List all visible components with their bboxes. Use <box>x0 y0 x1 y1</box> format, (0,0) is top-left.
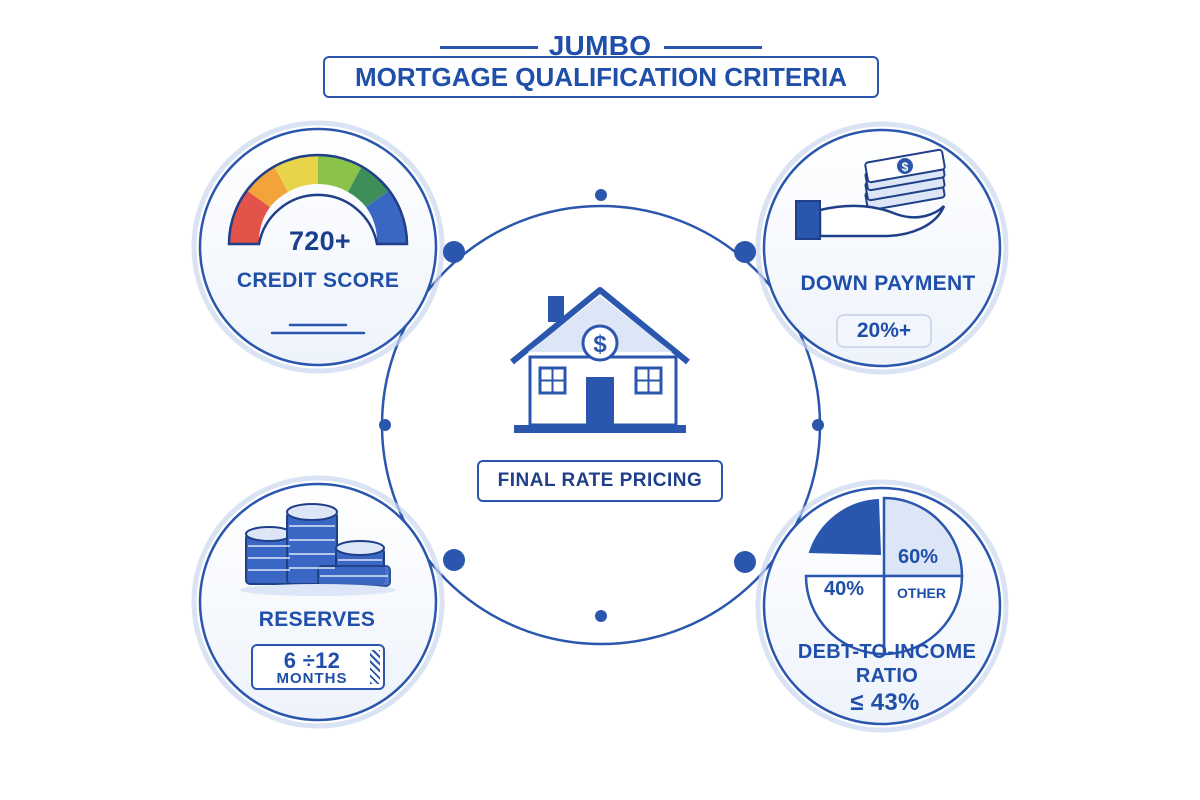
down-payment-label: DOWN PAYMENT <box>800 272 976 295</box>
reserves-badge: 6 ÷12 MONTHS <box>251 644 385 690</box>
hand-cash-icon: $ <box>795 148 946 240</box>
title-line-right <box>664 46 762 49</box>
house-dollar-icon: $ <box>510 287 690 433</box>
hub-connector-dots <box>379 189 824 622</box>
title-jumbo: JUMBO <box>548 30 652 61</box>
gauge-icon <box>227 153 409 246</box>
pie-label-other: OTHER <box>897 585 946 601</box>
pie-label-40: 40% <box>824 578 865 600</box>
reserves-stripe <box>370 650 380 684</box>
dti-label: DEBT-TO-INCOME RATIO <box>797 641 977 687</box>
reserves-range: 6 ÷12 <box>283 648 341 673</box>
final-rate-box: FINAL RATE PRICING <box>477 460 723 502</box>
svg-text:$: $ <box>902 160 909 174</box>
reserves-unit: MONTHS <box>276 670 348 687</box>
reserves-label: RESERVES <box>258 608 376 631</box>
title-line-left <box>440 46 538 49</box>
credit-decor-lines <box>270 323 366 335</box>
credit-score-value: 720+ <box>288 226 352 256</box>
coin-stacks-icon <box>240 503 396 596</box>
dti-value: ≤ 43% <box>850 689 920 716</box>
page-title: MORTGAGE QUALIFICATION CRITERIA <box>354 61 848 92</box>
pie-label-60: 60% <box>898 546 939 568</box>
final-rate-label: FINAL RATE PRICING <box>497 470 703 491</box>
down-payment-value: 20%+ <box>856 319 912 342</box>
pie-chart-icon <box>804 496 964 656</box>
svg-text:$: $ <box>593 331 607 358</box>
title-box: MORTGAGE QUALIFICATION CRITERIA <box>323 56 879 98</box>
credit-score-label: CREDIT SCORE <box>236 269 400 292</box>
down-payment-badge: 20%+ <box>836 314 932 348</box>
